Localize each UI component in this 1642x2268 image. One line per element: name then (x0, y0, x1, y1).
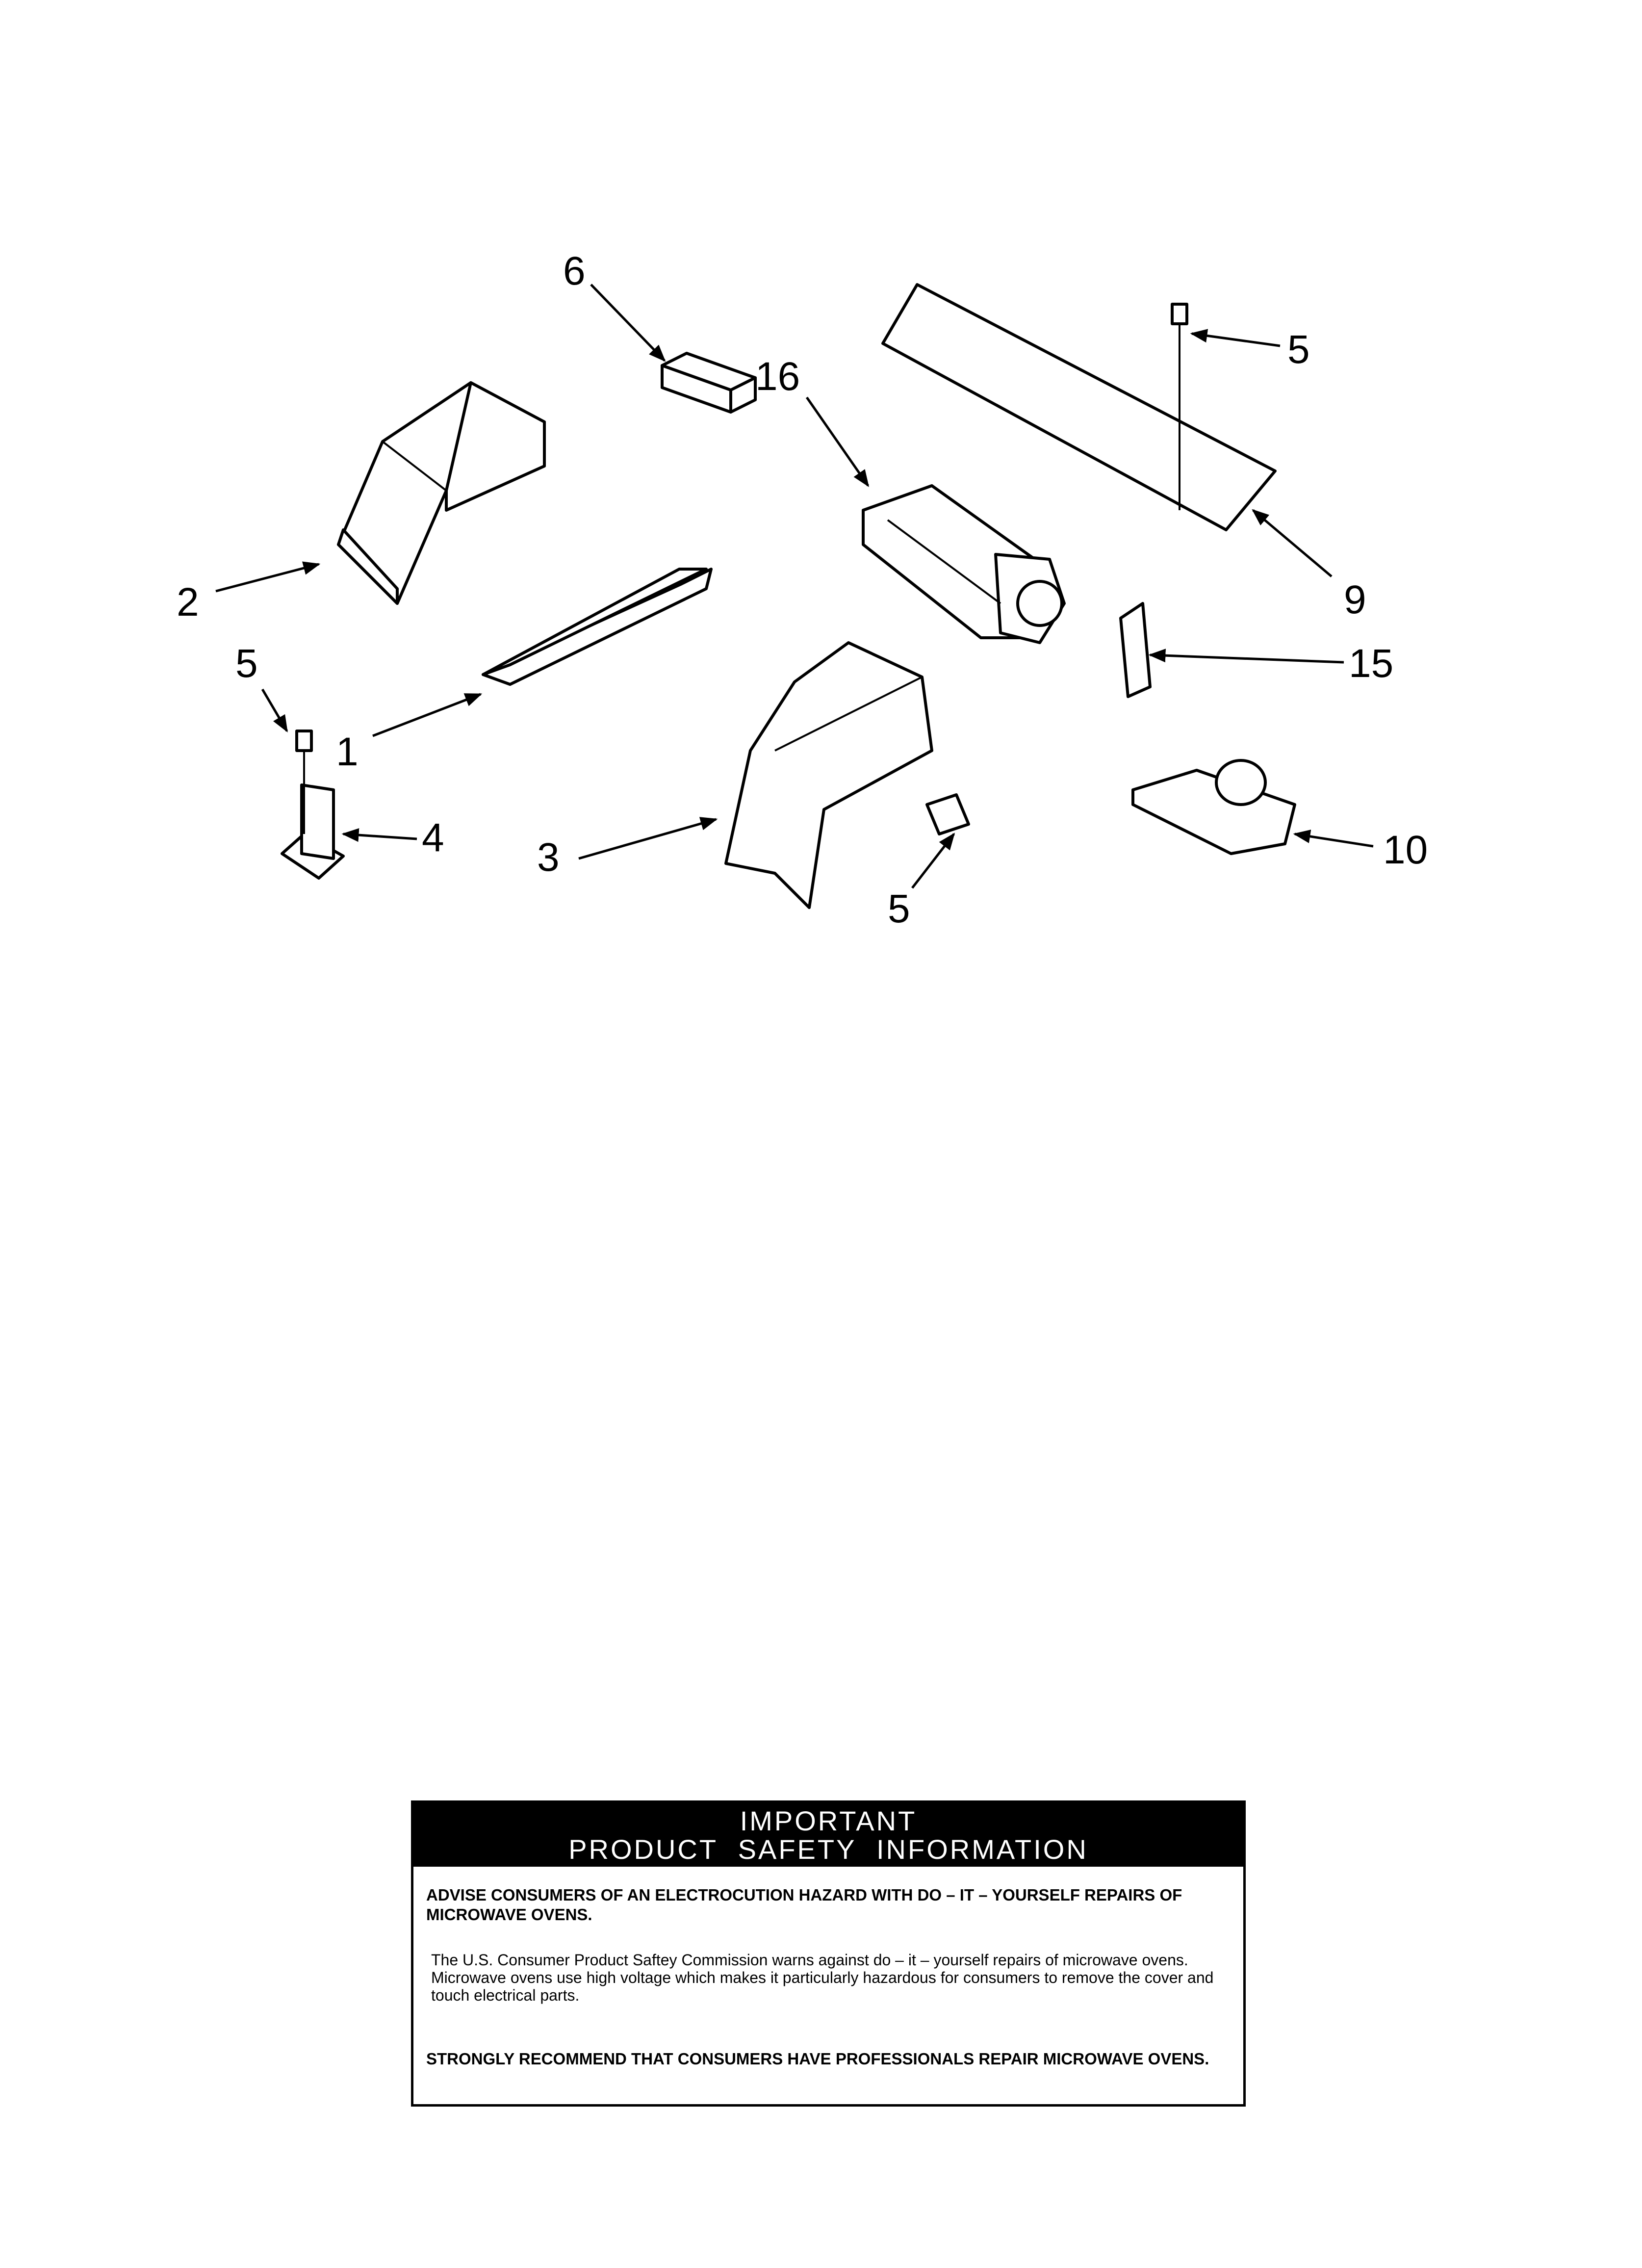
safety-header: IMPORTANT PRODUCT SAFETY INFORMATION (413, 1803, 1243, 1867)
callout-10: 10 (1383, 828, 1428, 872)
leader-arrows (215, 284, 1374, 889)
callout-5-top-right: 5 (1287, 327, 1310, 372)
part-5-screw-bottom (925, 793, 970, 835)
part-5-screw-top (1171, 303, 1188, 510)
parts-diagram: 6 16 5 2 9 5 15 1 4 3 10 5 (177, 249, 1428, 931)
callout-5-left: 5 (235, 641, 258, 686)
part-10-switch-assembly (1131, 759, 1296, 855)
callout-15: 15 (1349, 641, 1393, 686)
part-16-control-assembly (862, 484, 1066, 644)
part-6-foam-block (661, 352, 757, 414)
callout-16: 16 (755, 354, 800, 399)
part-2-duct-cover (337, 381, 546, 605)
safety-warning-text: ADVISE CONSUMERS OF AN ELECTROCUTION HAZ… (426, 1886, 1182, 1924)
safety-subtitle: PRODUCT SAFETY INFORMATION (568, 1834, 1088, 1865)
safety-title: IMPORTANT (740, 1805, 917, 1836)
safety-body-text: The U.S. Consumer Product Saftey Commiss… (431, 1951, 1214, 2004)
part-1-channel (482, 568, 713, 686)
callout-9: 9 (1344, 577, 1366, 622)
part-4-mount-bracket (281, 730, 345, 880)
callout-3: 3 (537, 835, 560, 880)
part-3-shield (724, 641, 933, 909)
callout-4: 4 (422, 815, 444, 860)
part-15-bracket (1119, 602, 1152, 698)
callout-5-bottom: 5 (888, 886, 910, 931)
callout-6: 6 (563, 249, 586, 293)
callout-1: 1 (336, 730, 359, 774)
safety-information-box: IMPORTANT PRODUCT SAFETY INFORMATION ADV… (411, 1800, 1246, 2107)
part-9-top-rail (881, 283, 1277, 531)
callout-2: 2 (177, 580, 199, 625)
safety-recommendation-text: STRONGLY RECOMMEND THAT CONSUMERS HAVE P… (426, 2050, 1209, 2068)
